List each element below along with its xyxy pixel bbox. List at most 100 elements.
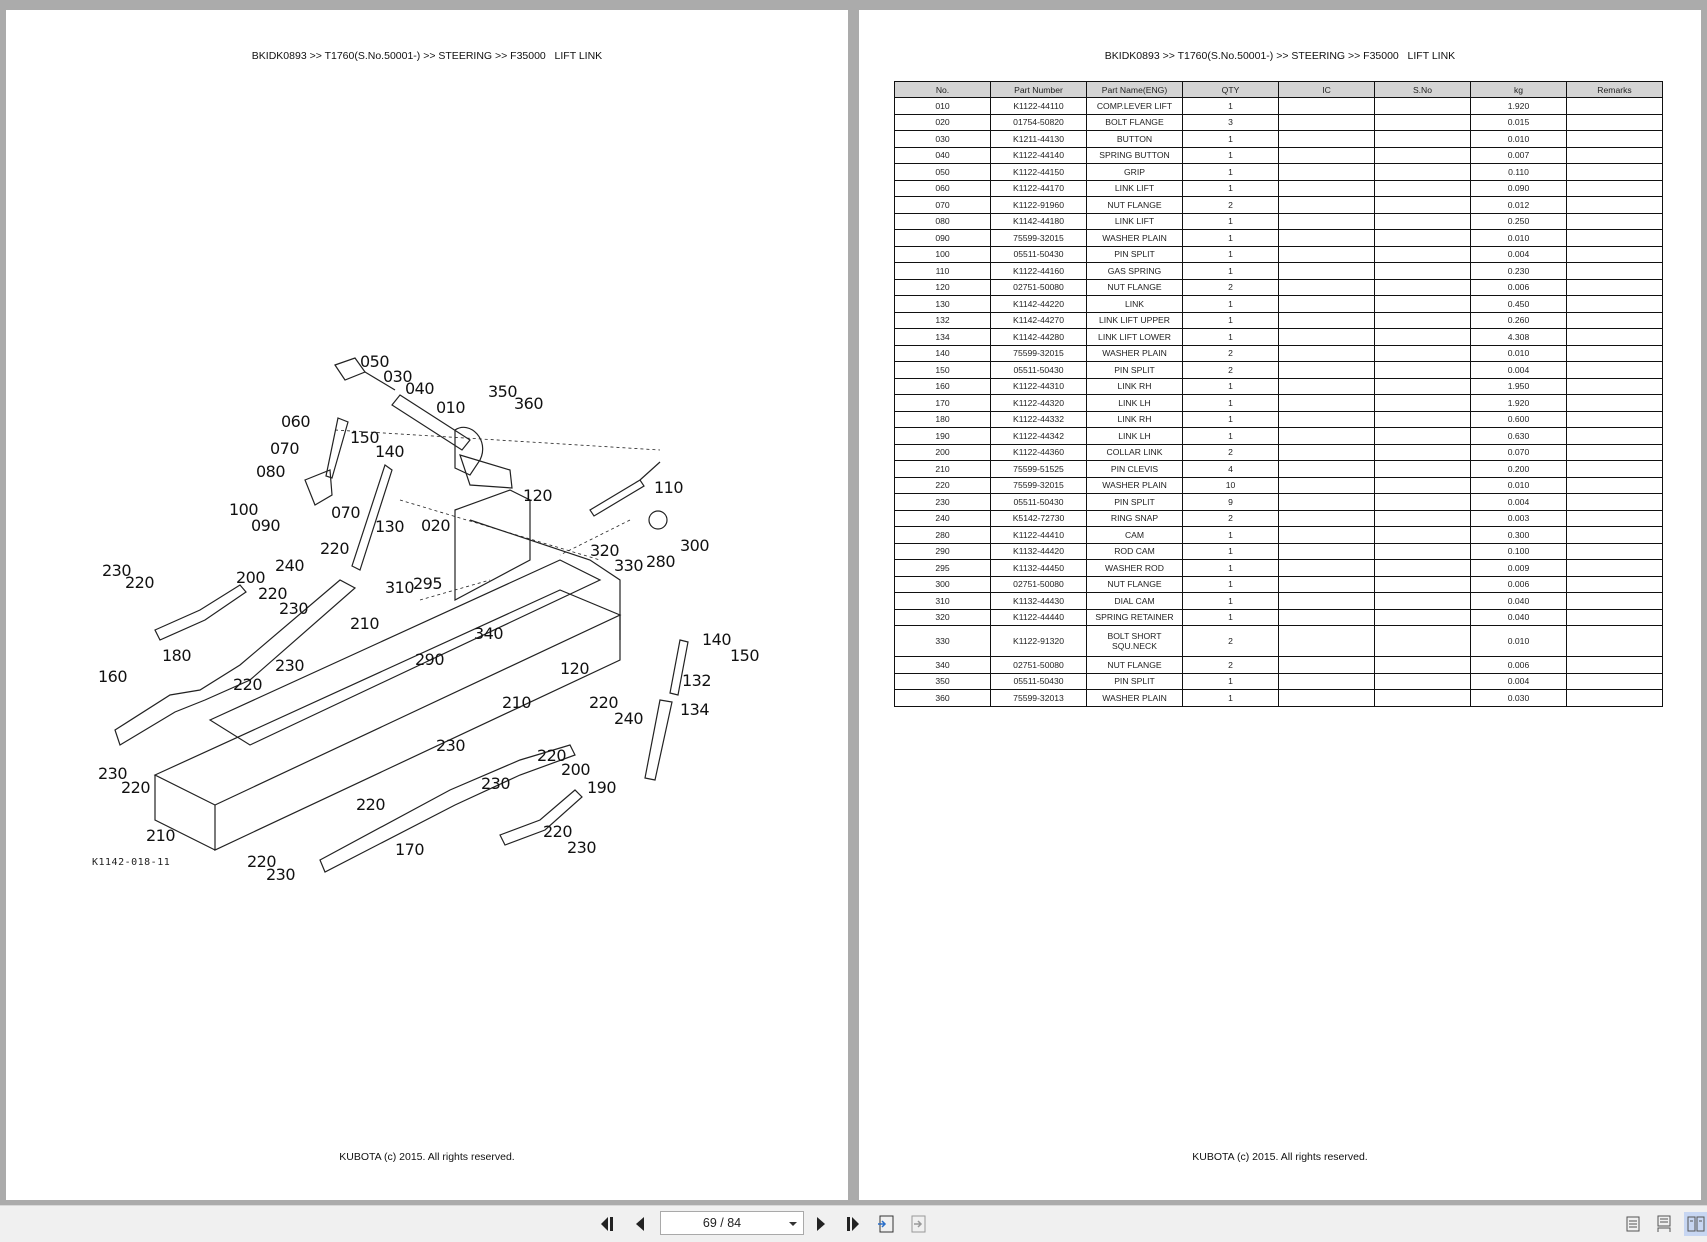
cell-ic — [1278, 608, 1375, 626]
callout-230: 230 — [102, 561, 132, 580]
cell-remarks — [1566, 146, 1663, 164]
callout-220: 220 — [233, 675, 263, 694]
cell-remarks — [1566, 672, 1663, 690]
cell-no: 100 — [894, 245, 991, 263]
cell-ic — [1278, 493, 1375, 511]
cell-weight-kg: 0.006 — [1470, 278, 1567, 296]
callout-220: 220 — [537, 746, 567, 765]
cell-no: 220 — [894, 476, 991, 494]
callout-150: 150 — [730, 646, 760, 665]
cell-no: 180 — [894, 410, 991, 428]
cell-no: 050 — [894, 163, 991, 181]
previous-view-button[interactable] — [876, 1214, 896, 1234]
cell-ic — [1278, 361, 1375, 379]
first-page-button[interactable] — [599, 1214, 619, 1234]
callout-070b: 070 — [331, 503, 361, 522]
next-page-button[interactable] — [811, 1214, 831, 1234]
cell-remarks — [1566, 592, 1663, 610]
cell-qty: 1 — [1182, 130, 1279, 148]
cell-part-number: K1122-91320 — [990, 625, 1087, 657]
cell-weight-kg: 0.600 — [1470, 410, 1567, 428]
cell-ic — [1278, 179, 1375, 197]
cell-part-name: LINK LH — [1086, 394, 1183, 412]
callout-230: 230 — [279, 599, 309, 618]
previous-page-button[interactable] — [630, 1214, 650, 1234]
last-page-icon — [847, 1217, 859, 1231]
last-page-button[interactable] — [842, 1214, 862, 1234]
cell-part-name: PIN SPLIT — [1086, 245, 1183, 263]
callout-295: 295 — [413, 574, 443, 593]
two-page-icon — [1687, 1216, 1704, 1232]
callout-360: 360 — [514, 394, 544, 413]
callout-090: 090 — [251, 516, 281, 535]
cell-part-number: K1122-44320 — [990, 394, 1087, 412]
callout-180: 180 — [162, 646, 192, 665]
cell-part-number: K1122-44332 — [990, 410, 1087, 428]
cell-serial-no — [1374, 377, 1471, 395]
cell-serial-no — [1374, 245, 1471, 263]
cell-weight-kg: 0.250 — [1470, 212, 1567, 230]
next-view-button[interactable] — [908, 1214, 928, 1234]
callout-220: 220 — [320, 539, 350, 558]
cell-part-number: K1122-44160 — [990, 262, 1087, 280]
continuous-view-button[interactable] — [1653, 1212, 1675, 1236]
cell-serial-no — [1374, 196, 1471, 214]
cell-part-number: K1142-44280 — [990, 328, 1087, 346]
cell-qty: 1 — [1182, 146, 1279, 164]
cell-part-number: K1142-44220 — [990, 295, 1087, 313]
cell-no: 060 — [894, 179, 991, 197]
cell-part-name: LINK RH — [1086, 410, 1183, 428]
cell-qty: 1 — [1182, 295, 1279, 313]
cell-ic — [1278, 672, 1375, 690]
copyright-footer: KUBOTA (c) 2015. All rights reserved. — [1192, 1151, 1368, 1163]
cell-ic — [1278, 394, 1375, 412]
cell-part-number: K1122-44140 — [990, 146, 1087, 164]
single-page-icon — [1626, 1216, 1640, 1232]
cell-part-name: LINK — [1086, 295, 1183, 313]
single-page-view-button[interactable] — [1622, 1212, 1644, 1236]
page-number-selector[interactable]: 69 / 84 — [660, 1211, 804, 1235]
cell-serial-no — [1374, 656, 1471, 674]
cell-serial-no — [1374, 311, 1471, 329]
cell-ic — [1278, 130, 1375, 148]
two-page-view-button[interactable] — [1684, 1212, 1707, 1236]
cell-qty: 1 — [1182, 229, 1279, 247]
cell-part-name: ROD CAM — [1086, 542, 1183, 560]
cell-part-name: BUTTON — [1086, 130, 1183, 148]
cell-ic — [1278, 476, 1375, 494]
cell-no: 190 — [894, 427, 991, 445]
cell-qty: 1 — [1182, 394, 1279, 412]
cell-ic — [1278, 311, 1375, 329]
cell-serial-no — [1374, 476, 1471, 494]
breadcrumb: BKIDK0893 >> T1760(S.No.50001-) >> STEER… — [251, 50, 603, 62]
callout-320: 320 — [590, 541, 620, 560]
cell-part-name: COLLAR LINK — [1086, 443, 1183, 461]
cell-part-number: 02751-50080 — [990, 575, 1087, 593]
cell-weight-kg: 0.090 — [1470, 179, 1567, 197]
cell-no: 030 — [894, 130, 991, 148]
cell-serial-no — [1374, 295, 1471, 313]
callout-160: 160 — [98, 667, 128, 686]
cell-qty: 1 — [1182, 179, 1279, 197]
cell-ic — [1278, 410, 1375, 428]
cell-ic — [1278, 509, 1375, 527]
cell-qty: 1 — [1182, 427, 1279, 445]
cell-serial-no — [1374, 509, 1471, 527]
cell-weight-kg: 0.040 — [1470, 592, 1567, 610]
page-indicator: 69 / 84 — [702, 1216, 742, 1230]
callout-110: 110 — [654, 478, 684, 497]
cell-weight-kg: 0.004 — [1470, 361, 1567, 379]
cell-part-number: K1122-44110 — [990, 97, 1087, 115]
right-page: BKIDK0893 >> T1760(S.No.50001-) >> STEER… — [859, 10, 1701, 1200]
cell-part-name: LINK LIFT — [1086, 212, 1183, 230]
